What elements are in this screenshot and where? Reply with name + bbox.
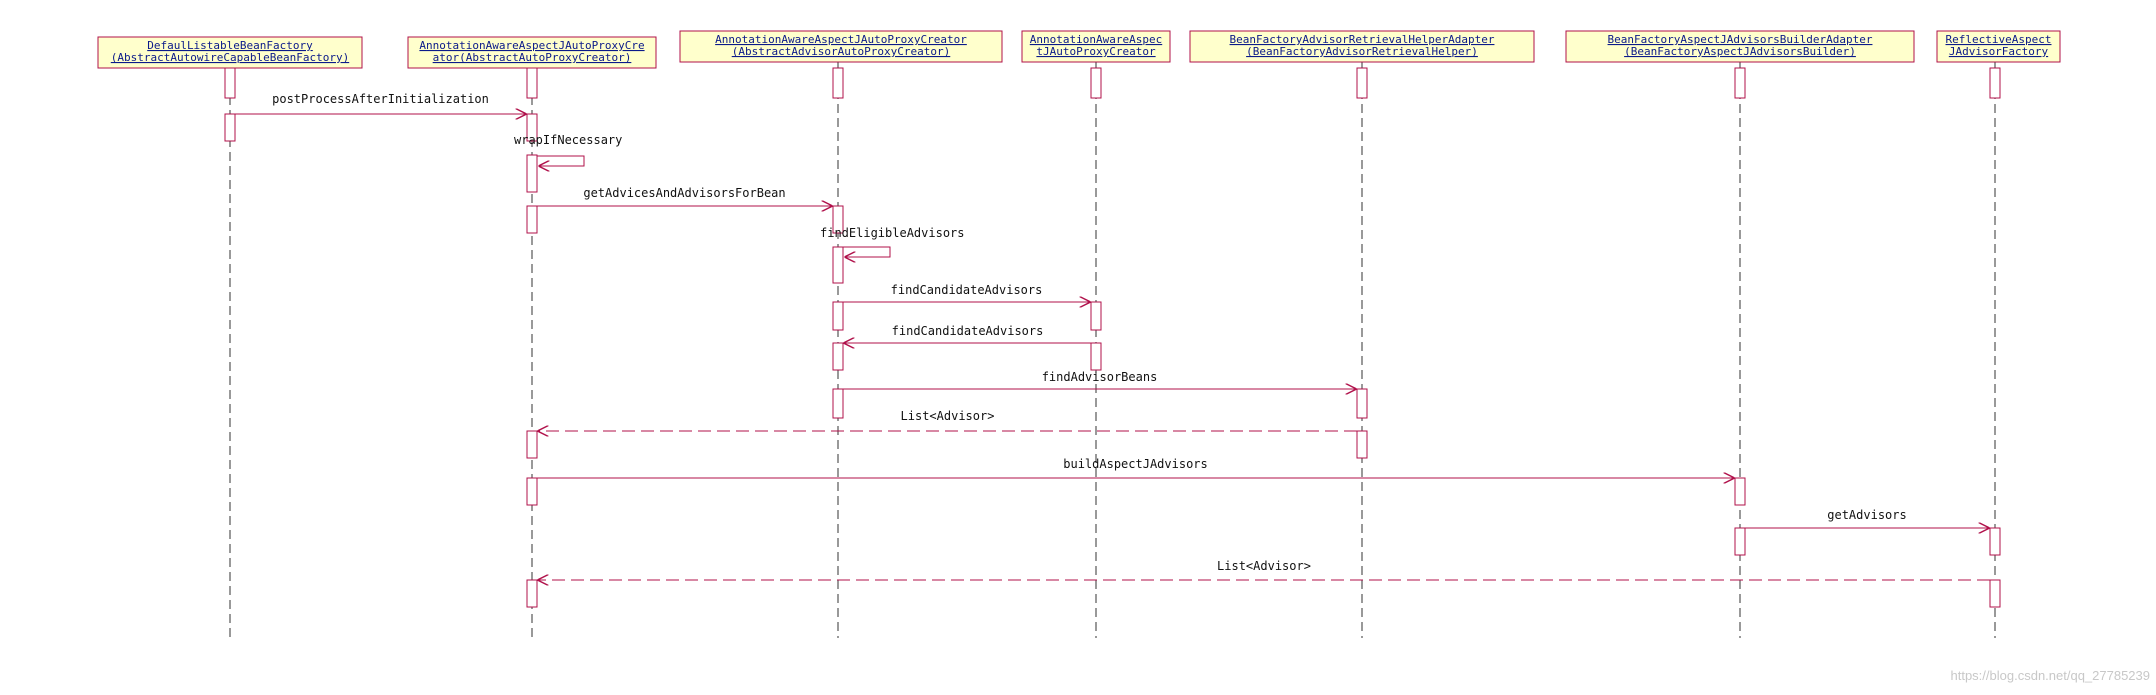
activation-bar	[1090, 301, 1102, 331]
participant-name: JAdvisorFactory	[1949, 45, 2049, 58]
participant-p2: AnnotationAwareAspectJAutoProxyCreator(A…	[407, 36, 657, 69]
message-label: findAdvisorBeans	[1042, 370, 1158, 384]
activation-bar	[526, 430, 538, 459]
participant-box	[1021, 30, 1171, 63]
participant-name: BeanFactoryAspectJAdvisorsBuilderAdapter	[1608, 33, 1873, 46]
activation-bar	[526, 113, 538, 142]
participant-name: (AbstractAdvisorAutoProxyCreator)	[732, 45, 951, 58]
participant-box	[1189, 30, 1535, 63]
message-label: List<Advisor>	[1217, 559, 1311, 573]
activation-bar	[1989, 579, 2001, 608]
participant-name: AnnotationAwareAspectJAutoProxyCre	[419, 39, 644, 52]
activation-bar	[526, 205, 538, 234]
message-11: List<Advisor>	[538, 559, 1990, 580]
participant-name: (BeanFactoryAspectJAdvisorsBuilder)	[1624, 45, 1856, 58]
message-label: List<Advisor>	[901, 409, 995, 423]
participant-name: (BeanFactoryAdvisorRetrievalHelper)	[1246, 45, 1478, 58]
participant-box	[679, 30, 1003, 63]
participant-box	[1936, 30, 2061, 63]
message-label: findCandidateAdvisors	[891, 283, 1043, 297]
participant-name: tJAutoProxyCreator	[1036, 45, 1156, 58]
activation-bar	[1090, 67, 1102, 99]
activation-bar	[1356, 388, 1368, 419]
participant-p6: BeanFactoryAspectJAdvisorsBuilderAdapter…	[1565, 30, 1915, 63]
message-label: getAdvisors	[1827, 508, 1906, 522]
activation-bar	[1356, 67, 1368, 99]
participant-name: DefaulListableBeanFactory	[147, 39, 313, 52]
activation-bar	[832, 205, 844, 234]
watermark: https://blog.csdn.net/qq_27785239	[1951, 668, 2151, 683]
message-label: buildAspectJAdvisors	[1063, 457, 1208, 471]
message-label: getAdvicesAndAdvisorsForBean	[583, 186, 785, 200]
self-call-arrow	[537, 155, 585, 166]
activation-bar	[224, 67, 236, 99]
participant-name: AnnotationAwareAspec	[1030, 33, 1162, 46]
activation-bar	[832, 301, 844, 331]
participant-p3: AnnotationAwareAspectJAutoProxyCreator(A…	[679, 30, 1003, 63]
activation-bars	[224, 67, 2001, 608]
participant-p1: DefaulListableBeanFactory(AbstractAutowi…	[97, 36, 363, 69]
activation-bar	[1356, 430, 1368, 459]
participant-box	[97, 36, 363, 69]
participant-p5: BeanFactoryAdvisorRetrievalHelperAdapter…	[1189, 30, 1535, 63]
activation-bar	[526, 67, 538, 99]
activation-bar	[1734, 477, 1746, 506]
message-label: findCandidateAdvisors	[892, 324, 1044, 338]
activation-bar	[1734, 67, 1746, 99]
participant-box	[1565, 30, 1915, 63]
messages: postProcessAfterInitialization wrapIfNece…	[235, 92, 1990, 580]
message-4: findEligibleAdvisors	[820, 226, 965, 257]
message-label: findEligibleAdvisors	[820, 226, 965, 240]
message-10: getAdvisors	[1745, 508, 1989, 528]
self-call-arrow	[843, 246, 891, 257]
activation-bar	[832, 388, 844, 419]
activation-bar	[526, 154, 538, 193]
participant-p4: AnnotationAwareAspectJAutoProxyCreator	[1021, 30, 1171, 63]
activation-bar	[832, 67, 844, 99]
activation-bar	[1734, 527, 1746, 556]
activation-bar	[832, 342, 844, 371]
activation-bar	[526, 477, 538, 506]
message-1: postProcessAfterInitialization	[235, 92, 526, 114]
activation-bar	[526, 579, 538, 608]
message-label: wrapIfNecessary	[514, 133, 622, 147]
message-9: buildAspectJAdvisors	[537, 457, 1734, 478]
message-label: postProcessAfterInitialization	[272, 92, 489, 106]
activation-bar	[1090, 342, 1102, 371]
participant-name: AnnotationAwareAspectJAutoProxyCreator	[715, 33, 967, 46]
activation-bar	[224, 113, 236, 142]
participant-headers: DefaulListableBeanFactory(AbstractAutowi…	[97, 30, 2061, 69]
participant-name: ator(AbstractAutoProxyCreator)	[433, 51, 632, 64]
participant-name: ReflectiveAspect	[1946, 33, 2052, 46]
message-3: getAdvicesAndAdvisorsForBean	[537, 186, 832, 206]
message-2: wrapIfNecessary	[514, 133, 622, 166]
activation-bar	[1989, 527, 2001, 556]
participant-name: (AbstractAutowireCapableBeanFactory)	[111, 51, 349, 64]
lifelines	[229, 62, 1996, 638]
message-5: findCandidateAdvisors	[843, 283, 1090, 302]
participant-box	[407, 36, 657, 69]
message-7: findAdvisorBeans	[843, 370, 1356, 389]
activation-bar	[832, 246, 844, 284]
message-8: List<Advisor>	[538, 409, 1357, 431]
participant-name: BeanFactoryAdvisorRetrievalHelperAdapter	[1230, 33, 1495, 46]
activation-bar	[1989, 67, 2001, 99]
message-6: findCandidateAdvisors	[844, 324, 1091, 343]
